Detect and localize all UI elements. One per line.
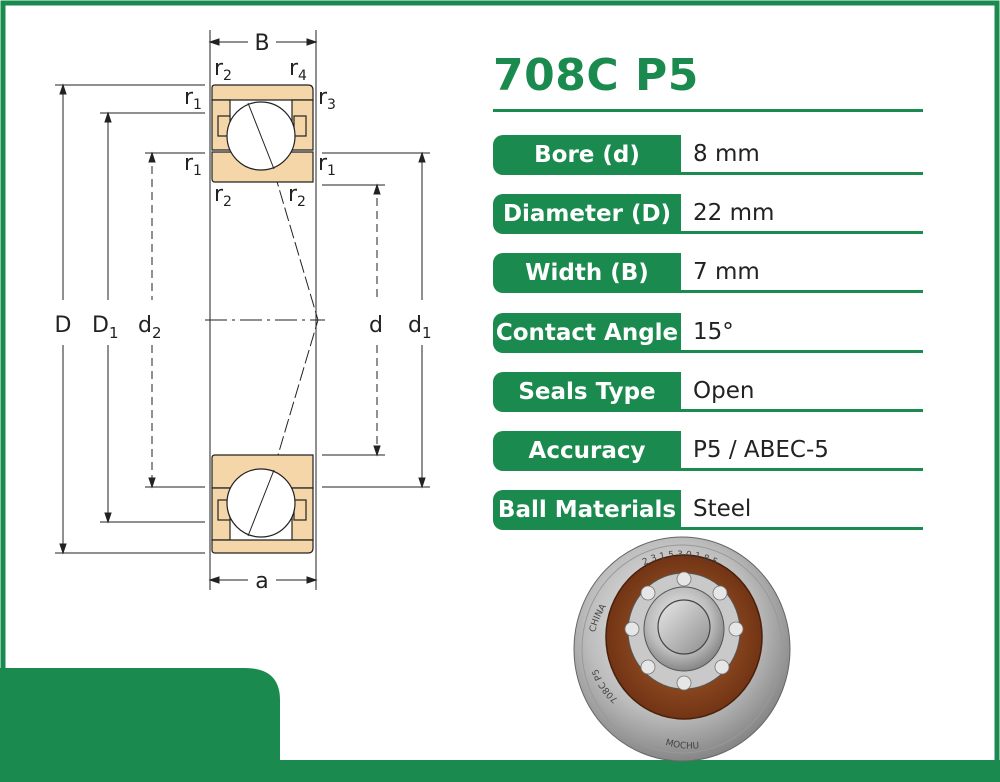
dim-label-D: D (55, 313, 72, 338)
radius-label-r2-bottom-right: r2 (288, 182, 306, 210)
spec-underline (681, 409, 923, 412)
spec-value: 7 mm (693, 259, 760, 285)
spec-value: 22 mm (693, 200, 775, 226)
radius-label-r3: r3 (318, 85, 336, 113)
title-underline (493, 109, 923, 112)
spec-value: Steel (693, 496, 752, 522)
spec-row-diameter: Diameter (D) 22 mm (493, 194, 923, 238)
radius-label-r2-top-left: r2 (214, 56, 232, 84)
spec-underline (681, 527, 923, 530)
spec-row-contact-angle: Contact Angle 15° (493, 313, 923, 357)
spec-value: Open (693, 378, 755, 404)
spec-label: Diameter (D) (493, 194, 681, 234)
dim-label-d1: d1 (408, 313, 432, 342)
footer-band (0, 668, 1000, 782)
bearing-photo: 2 3 1 5 3 0 1 8 5 CHINA 708C P5 MOCHU (573, 536, 791, 762)
dim-label-B: B (254, 31, 269, 56)
spec-underline (681, 231, 923, 234)
spec-label: Ball Materials (493, 490, 681, 530)
radius-label-r2-bottom-left: r2 (214, 182, 232, 210)
spec-value: 15° (693, 319, 734, 345)
spec-row-bore: Bore (d) 8 mm (493, 135, 923, 179)
radius-label-r1-right: r1 (318, 151, 336, 179)
spec-label: Seals Type (493, 372, 681, 412)
product-title: 708C P5 (493, 50, 699, 101)
radius-label-r1-top: r1 (184, 85, 202, 113)
radius-label-r1-left: r1 (184, 151, 202, 179)
dim-label-a: a (255, 569, 268, 594)
spec-row-seals-type: Seals Type Open (493, 372, 923, 416)
spec-label: Width (B) (493, 253, 681, 293)
spec-underline (681, 172, 923, 175)
spec-label: Bore (d) (493, 135, 681, 175)
spec-row-width: Width (B) 7 mm (493, 253, 923, 297)
bearing-cross-section-diagram: B a D D1 d2 d d1 r2 r4 r1 r3 r1 r1 r2 r2 (55, 30, 432, 594)
spec-underline (681, 290, 923, 293)
spec-underline (681, 350, 923, 353)
dim-label-D1: D1 (92, 313, 119, 342)
spec-value: P5 / ABEC-5 (693, 437, 829, 463)
spec-label: Accuracy (493, 431, 681, 471)
bearing-section-bottom (211, 454, 314, 554)
dim-label-d: d (369, 313, 383, 338)
radius-label-r4: r4 (289, 56, 307, 84)
spec-underline (681, 468, 923, 471)
spec-label: Contact Angle (493, 313, 681, 353)
bearing-section-top (211, 84, 314, 183)
spec-row-accuracy: Accuracy P5 / ABEC-5 (493, 431, 923, 475)
spec-row-ball-materials: Ball Materials Steel (493, 490, 923, 534)
dim-label-d2: d2 (138, 313, 162, 342)
spec-value: 8 mm (693, 141, 760, 167)
